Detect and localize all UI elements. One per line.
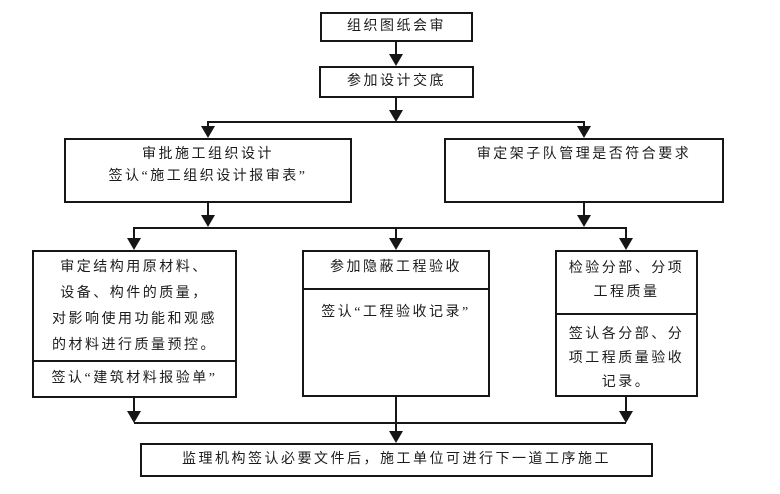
flow-box-label-line: 签认“施工组织设计报审表” xyxy=(108,169,308,184)
flow-box-section-top: 参加隐蔽工程验收 xyxy=(304,252,488,290)
arrow-down-icon xyxy=(389,54,403,66)
flow-box-organize-drawing-review: 组织图纸会审 xyxy=(320,12,473,42)
arrow-down-icon xyxy=(619,411,633,423)
flow-box-scaffold-team-review: 审定架子队管理是否符合要求 xyxy=(444,138,724,203)
arrow-down-icon xyxy=(577,126,591,138)
flow-box-label: 签认“建筑材料报验单” xyxy=(51,371,218,386)
flow-box-label-line: 签认各分部、分 xyxy=(568,327,685,342)
flow-box-label-line: 工程质量 xyxy=(593,285,660,300)
flow-box-label-line: 审定结构用原材料、 xyxy=(60,260,209,275)
flow-box-section-bottom: 签认各分部、分 项工程质量验收 记录。 xyxy=(557,315,696,395)
flow-box-construction-org-design: 审批施工组织设计 签认“施工组织设计报审表” xyxy=(64,138,352,203)
flow-box-section-top: 审定结构用原材料、 设备、构件的质量， 对影响使用功能和观感 的材料进行质量预控… xyxy=(34,252,235,362)
flow-box-section-top: 检验分部、分项 工程质量 xyxy=(557,252,696,315)
arrow-down-icon xyxy=(201,215,215,227)
flow-box-label-line: 设备、构件的质量， xyxy=(60,286,209,301)
flow-box-subdivision-quality: 检验分部、分项 工程质量 签认各分部、分 项工程质量验收 记录。 xyxy=(555,250,698,397)
arrow-down-icon xyxy=(389,238,403,250)
arrow-down-icon xyxy=(127,411,141,423)
flow-box-section-bottom: 签认“建筑材料报验单” xyxy=(34,362,235,396)
flow-box-label-line: 检验分部、分项 xyxy=(568,261,685,276)
flow-box-label: 参加设计交底 xyxy=(347,74,446,89)
flow-box-label-line: 审批施工组织设计 xyxy=(142,147,274,162)
flow-box-label: 审定架子队管理是否符合要求 xyxy=(476,147,692,162)
arrow-down-icon xyxy=(619,238,633,250)
flow-box-label: 监理机构签认必要文件后，施工单位可进行下一道工序施工 xyxy=(182,452,611,467)
arrow-down-icon xyxy=(127,238,141,250)
arrow-down-icon xyxy=(201,126,215,138)
flow-box-label: 参加隐蔽工程验收 xyxy=(330,260,462,275)
flow-box-label-line: 的材料进行质量预控。 xyxy=(52,338,217,353)
flow-box-label: 组织图纸会审 xyxy=(347,19,446,34)
arrow-down-icon xyxy=(389,431,403,443)
flow-box-section-bottom: 签认“工程验收记录” xyxy=(304,290,488,395)
flow-box-label-line: 项工程质量验收 xyxy=(568,351,685,366)
flow-box-next-process: 监理机构签认必要文件后，施工单位可进行下一道工序施工 xyxy=(140,443,653,477)
flow-box-design-disclosure: 参加设计交底 xyxy=(319,66,474,98)
arrow-down-icon xyxy=(389,110,403,122)
flow-box-hidden-works: 参加隐蔽工程验收 签认“工程验收记录” xyxy=(302,250,490,397)
flow-box-label: 签认“工程验收记录” xyxy=(321,305,471,320)
arrow-down-icon xyxy=(577,215,591,227)
flow-box-label-line: 记录。 xyxy=(601,375,652,390)
flow-box-label-line: 对影响使用功能和观感 xyxy=(52,312,217,327)
flow-box-material-quality: 审定结构用原材料、 设备、构件的质量， 对影响使用功能和观感 的材料进行质量预控… xyxy=(32,250,237,398)
